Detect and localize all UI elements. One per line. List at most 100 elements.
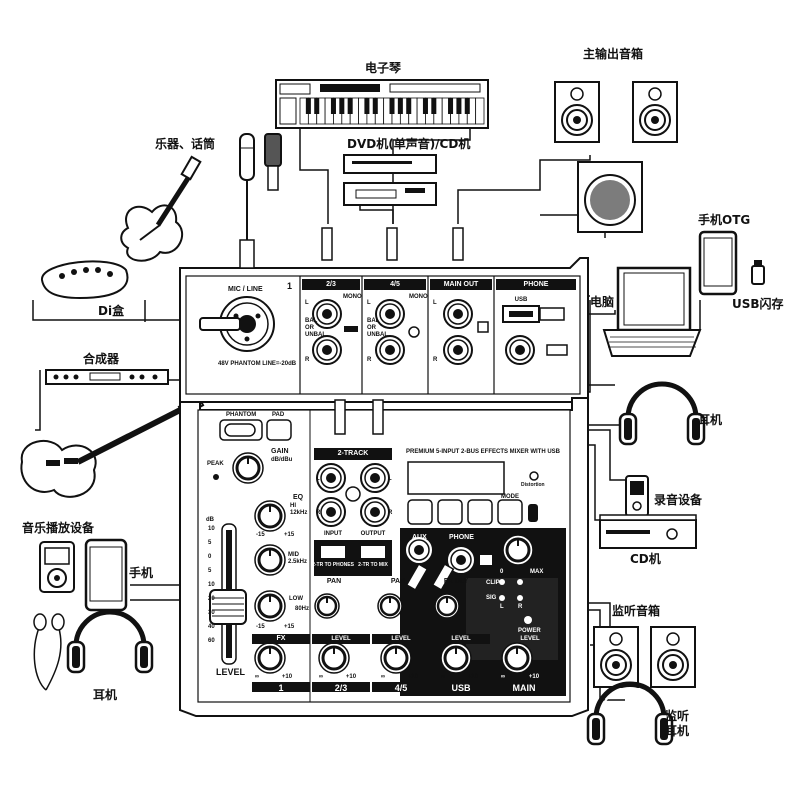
keyboard-black-key bbox=[347, 98, 353, 114]
phone-otg bbox=[698, 230, 738, 296]
label-usb-drive: USB闪存 bbox=[732, 297, 784, 311]
recorder bbox=[625, 475, 649, 517]
panel-plus15-hi: +15 bbox=[284, 532, 295, 538]
panel-inf-5: ∞ bbox=[500, 674, 506, 680]
keyboard-black-key bbox=[330, 98, 336, 114]
panel-two-track: 2-TRACK bbox=[337, 450, 369, 457]
keyboard-black-key bbox=[339, 98, 345, 114]
panel-fx-dly: FX DLY bbox=[443, 578, 469, 585]
panel-mic-line: MIC / LINE bbox=[228, 286, 263, 293]
panel-pan-1: PAN bbox=[326, 578, 342, 585]
keyboard-black-key bbox=[456, 98, 462, 114]
panel-clip: CLIP bbox=[486, 580, 500, 586]
panel-inf-2: ∞ bbox=[318, 674, 324, 680]
panel-r-3: R bbox=[433, 357, 438, 363]
label-keyboard: 电子琴 bbox=[365, 61, 402, 75]
panel-ch1: 1 bbox=[287, 281, 293, 291]
fader-scale-tick: 10 bbox=[208, 526, 215, 532]
panel-r-2: R bbox=[367, 357, 372, 363]
panel-tt-r2: R bbox=[388, 510, 393, 516]
panel-bl-r: R bbox=[518, 604, 523, 610]
panel-p10-2: +10 bbox=[345, 674, 357, 680]
fader-scale-tick: 30 bbox=[208, 610, 215, 616]
panel-strip-45: 4/5 bbox=[394, 683, 408, 693]
fader-scale-tick: 10 bbox=[208, 582, 215, 588]
mobile-phone bbox=[84, 538, 128, 612]
monitor-speakers bbox=[593, 626, 696, 688]
fader-scale-tick: 5 bbox=[208, 568, 212, 574]
label-phone: 手机 bbox=[129, 566, 154, 580]
panel-tt-l2: L bbox=[388, 476, 392, 482]
keyboard-black-key bbox=[464, 98, 470, 114]
panel-strip-23: 2/3 bbox=[334, 683, 348, 693]
panel-mono-1: MONO bbox=[343, 294, 362, 300]
panel-pan-2: PAN bbox=[390, 578, 406, 585]
label-recorder: 录音设备 bbox=[654, 493, 703, 507]
label-cd-player: CD机 bbox=[630, 552, 661, 566]
keyboard-black-key bbox=[389, 98, 395, 114]
label-di-box: Di盒 bbox=[98, 304, 125, 318]
earphones bbox=[33, 613, 65, 691]
panel-power: POWER bbox=[518, 628, 541, 634]
fader-scale-tick: 60 bbox=[208, 638, 215, 644]
panel-phone: PHONE bbox=[449, 534, 474, 541]
fader-scale-tick: 20 bbox=[208, 596, 215, 602]
panel-inf-3: ∞ bbox=[380, 674, 386, 680]
panel-phone-hdr: PHONE bbox=[523, 281, 549, 288]
panel-gain: GAIN bbox=[271, 448, 289, 455]
label-dvd-cd: DVD机(单声音)/CD机 bbox=[347, 137, 471, 151]
fader-scale-tick: 5 bbox=[208, 540, 212, 546]
panel-level-main: LEVEL bbox=[520, 636, 540, 642]
panel-fx: FX bbox=[276, 635, 286, 642]
keyboard-white-key bbox=[475, 97, 485, 125]
panel-tt-l1: L bbox=[316, 476, 320, 482]
label-main-speakers: 主输出音箱 bbox=[583, 47, 644, 61]
panel-bal-1: BAL bbox=[305, 318, 318, 324]
panel-mid: MID bbox=[288, 552, 299, 558]
panel-low: LOW bbox=[289, 596, 303, 602]
panel-mode: MODE bbox=[501, 494, 519, 500]
panel-r-1: R bbox=[305, 357, 310, 363]
panel-bal-2: BAL bbox=[367, 318, 380, 324]
panel-or-2: OR bbox=[367, 325, 376, 331]
synth-rack bbox=[45, 369, 169, 385]
panel-max: MAX bbox=[530, 569, 544, 575]
electric-guitar-top bbox=[120, 155, 202, 262]
panel-output: OUTPUT bbox=[360, 531, 386, 537]
keyboard-black-key bbox=[397, 98, 403, 114]
panel-pad-btn: PAD bbox=[272, 412, 285, 418]
panel-to-phones: 2-TR TO PHONES bbox=[312, 562, 354, 568]
keyboard-black-key bbox=[305, 98, 311, 114]
panel-p10-1: +10 bbox=[281, 674, 293, 680]
label-headphones-left: 耳机 bbox=[93, 688, 118, 702]
panel-eq: EQ bbox=[293, 494, 304, 501]
panel-bl-l: L bbox=[500, 604, 504, 610]
cd-player bbox=[599, 514, 697, 549]
panel-aux: AUX bbox=[412, 534, 427, 541]
di-box bbox=[40, 260, 129, 300]
panel-level-usb: LEVEL bbox=[451, 636, 471, 642]
panel-main-out: MAIN OUT bbox=[443, 281, 479, 288]
headphones-right bbox=[620, 384, 704, 444]
label-monitor-headphones-1: 监听 bbox=[665, 709, 690, 723]
keyboard-black-key bbox=[422, 98, 428, 114]
fader-scale-tick: 0 bbox=[208, 554, 212, 560]
panel-db: dB bbox=[206, 517, 214, 523]
panel-peak: PEAK bbox=[207, 461, 224, 467]
label-phone-otg: 手机OTG bbox=[698, 213, 751, 227]
cable-keyboard bbox=[299, 128, 329, 224]
panel-distortion: Distortion bbox=[521, 482, 545, 488]
keyboard-black-key bbox=[372, 98, 378, 114]
panel-tt-r1: R bbox=[316, 510, 321, 516]
panel-p10-4: +10 bbox=[467, 674, 479, 680]
panel-l-1: L bbox=[305, 300, 309, 306]
panel-level-23: LEVEL bbox=[331, 636, 351, 642]
panel-to-mix: 2-TR TO MIX bbox=[358, 562, 388, 568]
label-monitor-speakers: 监听音箱 bbox=[612, 604, 661, 618]
microphones bbox=[239, 133, 282, 242]
keyboard-black-key bbox=[448, 98, 454, 114]
keyboard-black-key bbox=[364, 98, 370, 114]
panel-or-1: OR bbox=[305, 325, 314, 331]
label-synth: 合成器 bbox=[83, 352, 120, 366]
